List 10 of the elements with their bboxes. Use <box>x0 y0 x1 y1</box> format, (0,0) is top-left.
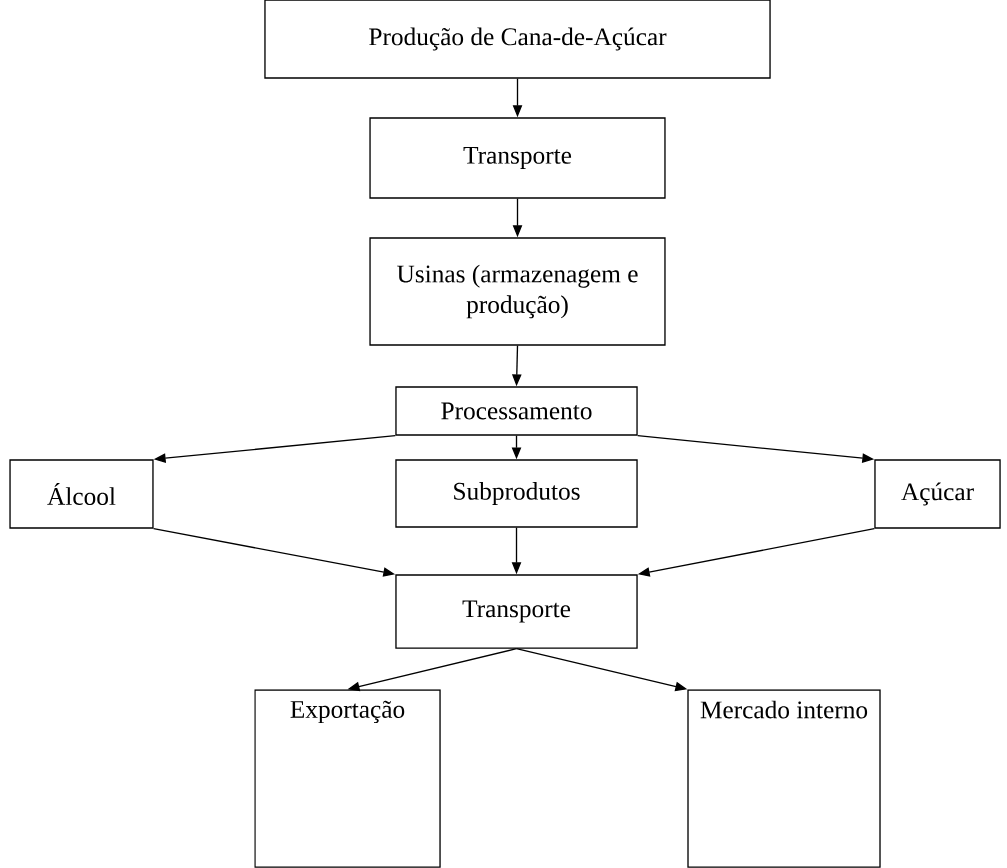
process-box: Exportação <box>254 689 441 868</box>
process-box: Açúcar <box>874 459 1001 529</box>
process-box: Mercado interno <box>687 689 881 868</box>
process-box: Usinas (armazenagem e produção) <box>369 237 666 346</box>
process-box: Processamento <box>395 386 638 436</box>
process-box: Subprodutos <box>395 459 638 528</box>
process-box: Transporte <box>369 117 666 199</box>
process-box: Produção de Cana-de-Açúcar <box>264 0 771 79</box>
process-box: Álcool <box>9 459 154 529</box>
process-box: Transporte <box>395 574 638 649</box>
